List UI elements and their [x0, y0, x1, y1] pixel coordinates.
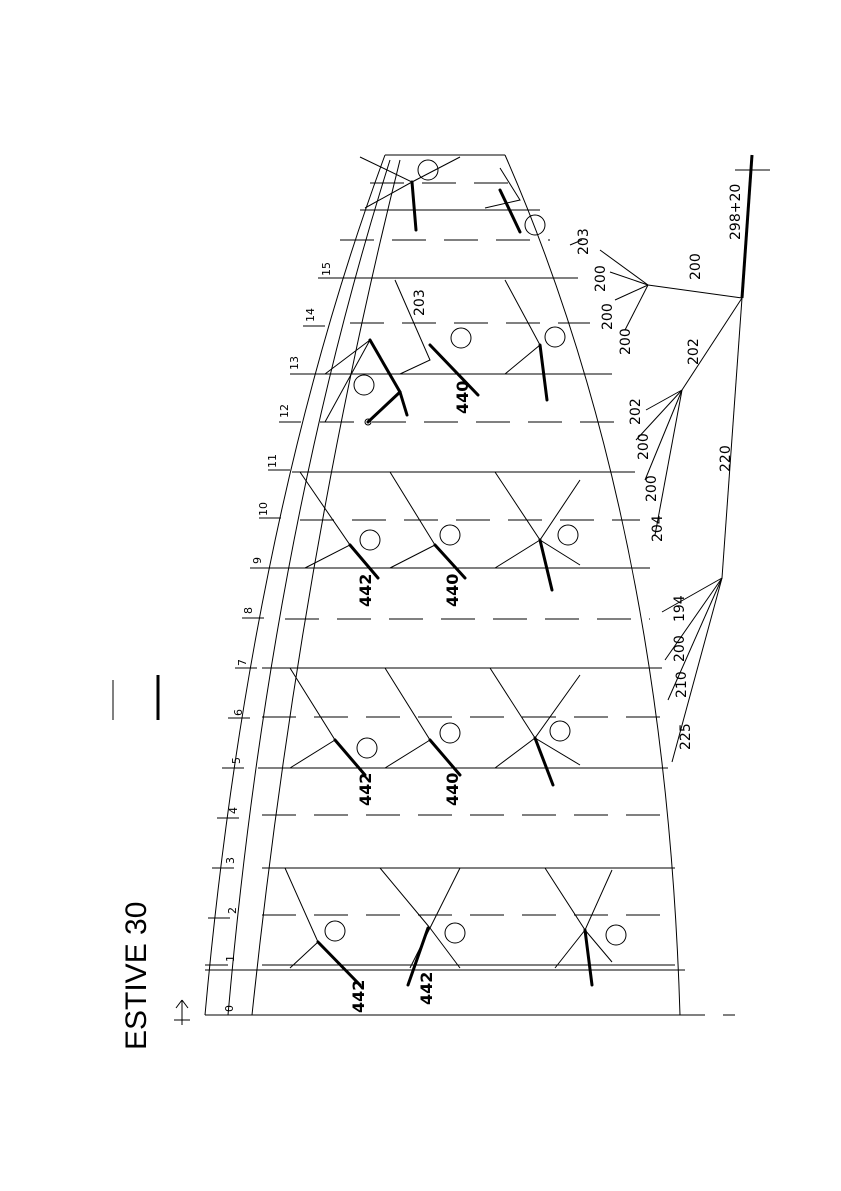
ruler-mark-3: 3 — [224, 857, 237, 864]
ruler-mark-15: 15 — [320, 262, 333, 276]
ruler-mark-0: 0 — [223, 1005, 236, 1012]
batten-dashes — [255, 183, 735, 1015]
pocket-code: 442 — [356, 773, 375, 806]
measurement-label: 202 — [686, 338, 702, 365]
ruler-mark-5: 5 — [230, 757, 243, 764]
measurement-label: 202 — [628, 398, 644, 425]
measurement-label: 200 — [688, 253, 704, 280]
measurement-label: 298+20 — [728, 184, 744, 240]
measurement-label: 200 — [593, 265, 609, 292]
ruler-mark-8: 8 — [242, 607, 255, 614]
measurement-label: 200 — [672, 635, 688, 662]
ruler-mark-6: 6 — [232, 709, 245, 716]
ruler-mark-10: 10 — [257, 502, 270, 516]
ruler-mark-1: 1 — [224, 955, 237, 962]
ruler-mark-2: 2 — [226, 907, 239, 914]
measurement-label: 210 — [674, 671, 690, 698]
measurement-label: 200 — [618, 328, 634, 355]
ruler-mark-7: 7 — [236, 659, 249, 666]
measurement-label: 225 — [678, 723, 694, 750]
arrow-icon — [174, 1000, 190, 1025]
pocket-code: 440 — [453, 381, 472, 414]
measurement-label: 200 — [636, 433, 652, 460]
pocket-code: 442 — [356, 574, 375, 607]
ruler-mark-4: 4 — [227, 807, 240, 814]
pocket-code: 442 — [417, 972, 436, 1005]
pocket-lines — [285, 157, 612, 968]
pocket-code: 203 — [412, 289, 428, 316]
measurement-label: 200 — [644, 475, 660, 502]
pocket-code: 440 — [443, 574, 462, 607]
measurement-label: 220 — [718, 445, 734, 472]
ruler-mark-9: 9 — [251, 557, 264, 564]
measurement-label: 194 — [672, 595, 688, 622]
ruler-mark-14: 14 — [304, 308, 317, 322]
ruler-mark-11: 11 — [266, 454, 279, 468]
measurement-label: 200 — [600, 303, 616, 330]
ruler-mark-12: 12 — [278, 404, 291, 418]
pocket-code: 440 — [443, 773, 462, 806]
measurement-label: 203 — [576, 228, 592, 255]
ruler-mark-13: 13 — [288, 356, 301, 370]
pocket-code: 442 — [349, 980, 368, 1013]
diagram-title: ESTIVE 30 — [120, 902, 153, 1050]
measurement-label: 204 — [650, 515, 666, 542]
